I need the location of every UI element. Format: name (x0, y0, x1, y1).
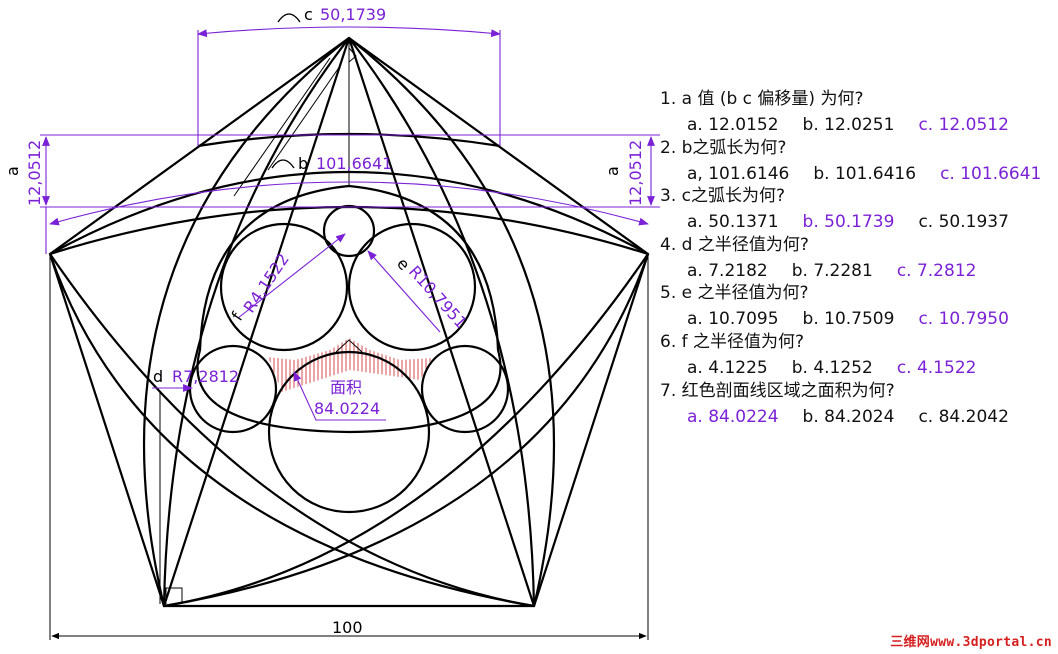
arc-bottom-left (48, 253, 535, 608)
option-correct: c. 12.0512 (918, 115, 1009, 135)
right-angle-bottom (165, 587, 183, 604)
question-7: 7. 红色剖面线区域之面积为何? a. 84.0224 b. 84.2024 c. 8… (660, 378, 1033, 430)
arc-right-inner (348, 37, 536, 607)
question-5: 5. e 之半径值为何? a. 10.7095 b. 10.7509 c. 10.79… (660, 280, 1033, 332)
option-row: a, 101.6146 b. 101.6416 c. 101.6641 (660, 161, 1058, 187)
circle-d-right (420, 344, 510, 434)
option: b. 10.7509 (802, 309, 895, 330)
option: b. 84.2024 (802, 406, 895, 427)
option-correct: c. 4.1522 (896, 358, 977, 378)
question-text: 4. d 之半径值为何? (660, 234, 809, 255)
right-angle-top (348, 47, 357, 63)
option: a. 12.0152 (687, 115, 779, 135)
circle-large-center (267, 350, 431, 514)
dim-e-value: R10,7951 (405, 262, 471, 332)
dim-b-value: 101,6641 (316, 154, 392, 173)
option-correct: a. 84.0224 (687, 406, 779, 427)
option-correct: b. 50.1739 (802, 212, 895, 233)
question-1: 1. a 值 (b c 偏移量) 为何? a. 12.0152 b. 12.0251… (660, 86, 1033, 138)
option-row: a. 4.1225 b. 4.1252 c. 4.1522 (660, 355, 1000, 381)
dim-b-letter: b (298, 154, 308, 173)
circle-f-left (219, 222, 349, 352)
option: c. 50.1937 (918, 212, 1009, 233)
dim-f-leader (237, 233, 346, 319)
arc-top-inner (49, 205, 649, 256)
area-label: 面积 (330, 378, 362, 397)
construction-diag-2 (267, 65, 341, 171)
dim-c-letter: c (304, 5, 313, 24)
dim-a-value-left: 12,0512 (25, 140, 44, 206)
area-value: 84.0224 (314, 399, 380, 418)
dim-a-value-right: 12,0512 (626, 140, 645, 206)
option: a. 4.1225 (687, 358, 768, 378)
question-text: 2. b之弧长为何? (660, 137, 787, 158)
arc-inner-right (163, 253, 649, 608)
option-correct: c. 7.2812 (896, 260, 977, 281)
arc-right-outer (348, 37, 556, 607)
question-text: 3. c之弧长为何? (660, 186, 785, 207)
option: b. 4.1252 (791, 358, 873, 378)
question-text: 1. a 值 (b c 偏移量) 为何? (660, 89, 864, 109)
option-row: a. 10.7095 b. 10.7509 c. 10.7950 (660, 306, 1033, 332)
star-line-right (347, 37, 536, 607)
arc-inner-left (49, 253, 535, 608)
option: a. 50.1371 (687, 212, 779, 233)
dim-base-value: 100 (332, 618, 363, 637)
question-3: 3. c之弧长为何? a. 50.1371 b. 50.1739 c. 50.1937 (660, 183, 1033, 235)
inner-enclosure (196, 184, 502, 434)
arc-left-outer (142, 37, 350, 607)
option: b. 101.6416 (813, 163, 917, 184)
option-row: a. 50.1371 b. 50.1739 c. 50.1937 (660, 209, 1033, 235)
option-correct: c. 10.7950 (918, 309, 1009, 330)
dim-c-arc (197, 26, 501, 38)
option: a. 7.2182 (687, 260, 768, 281)
dim-d-value: R7,2812 (172, 367, 239, 386)
dim-d-letter: d (153, 367, 163, 386)
option-row: a. 12.0152 b. 12.0251 c. 12.0512 (660, 112, 1033, 138)
option: a, 101.6146 (687, 163, 790, 184)
option: c. 84.2042 (918, 406, 1009, 427)
question-2: 2. b之弧长为何? a, 101.6146 b. 101.6416 c. 101.6… (660, 135, 1058, 187)
watermark: 三维网www.3dportal.cn (890, 635, 1052, 650)
dim-a-letter-left: a (3, 166, 22, 176)
dim-a-letter-right: a (603, 166, 622, 176)
construction-diag (233, 57, 331, 197)
dim-area-leader (293, 371, 386, 421)
arc-bottom-right (163, 253, 650, 608)
option-correct: c. 101.6641 (940, 163, 1042, 184)
arc-symbol-icon (277, 13, 301, 23)
arc-left-inner (162, 37, 350, 607)
option: a. 10.7095 (687, 309, 779, 330)
dim-b-arc (49, 181, 649, 226)
dim-c-value: 50,1739 (320, 5, 386, 24)
question-text: 5. e 之半径值为何? (660, 283, 809, 304)
dim-f-value: R4,1522 (240, 250, 293, 316)
question-text: 7. 红色剖面线区域之面积为何? (660, 380, 895, 401)
area-pointer (335, 339, 363, 353)
option-row: a. 7.2182 b. 7.2281 c. 7.2812 (660, 258, 1000, 284)
question-text: 6. f 之半径值为何? (660, 332, 805, 352)
circle-small-top (322, 204, 376, 258)
dim-e-leader (367, 250, 441, 333)
option: b. 12.0251 (802, 115, 895, 135)
option-row: a. 84.0224 b. 84.2024 c. 84.2042 (660, 404, 1033, 430)
question-6: 6. f 之半径值为何? a. 4.1225 b. 4.1252 c. 4.1522 (660, 329, 1000, 381)
question-4: 4. d 之半径值为何? a. 7.2182 b. 7.2281 c. 7.2812 (660, 232, 1000, 284)
option: b. 7.2281 (791, 260, 873, 281)
arc-symbol-icon-b (271, 159, 295, 169)
star-line-left (162, 37, 351, 607)
